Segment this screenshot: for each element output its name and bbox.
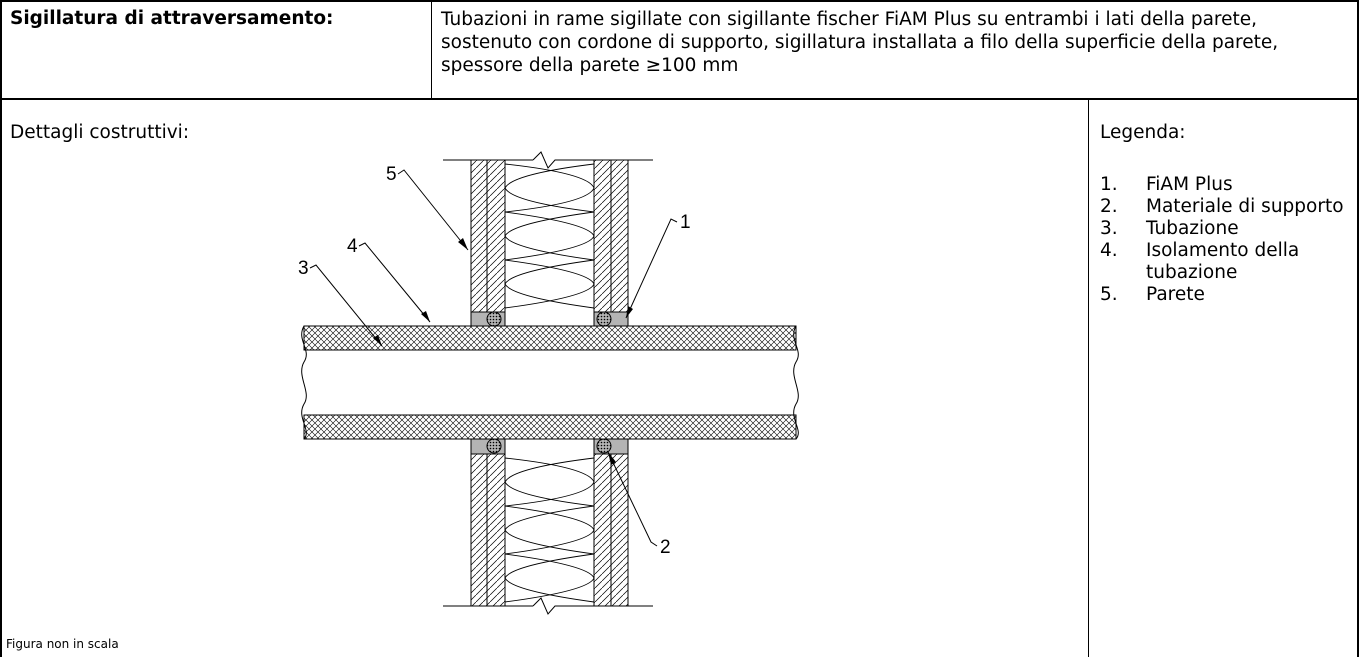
border-legend-divider <box>1088 99 1089 657</box>
legend-item: 5.Parete <box>1100 284 1205 305</box>
legend-title: Legenda: <box>1100 122 1186 143</box>
border-left <box>0 0 2 657</box>
border-right <box>1357 0 1359 657</box>
scale-note: Figura non in scala <box>6 637 119 651</box>
wall-top <box>443 151 653 327</box>
legend-item: 1.FiAM Plus <box>1100 174 1233 195</box>
wall-bottom <box>443 438 653 615</box>
callout-2: 2 <box>607 451 671 558</box>
callout-3: 3 <box>298 258 383 347</box>
details-label: Dettagli costruttivi: <box>10 122 190 143</box>
callout-label: 1 <box>680 212 691 233</box>
callout-label: 5 <box>386 164 397 185</box>
callout-label: 2 <box>660 537 671 558</box>
legend-item: 3.Tubazione <box>1100 218 1239 239</box>
header-label: Sigillatura di attraversamento: <box>10 8 334 29</box>
callout-label: 3 <box>298 258 309 279</box>
callout-1: 1 <box>625 212 691 319</box>
legend-item: 4.Isolamento della tubazione <box>1100 240 1300 283</box>
border-header-divider <box>431 0 432 99</box>
callout-4: 4 <box>347 236 431 323</box>
border-top <box>0 0 1359 2</box>
border-header-bottom <box>0 98 1359 100</box>
legend-list: 1.FiAM Plus 2.Materiale di supporto 3.Tu… <box>1100 174 1350 306</box>
callout-label: 4 <box>347 236 358 257</box>
header-description: Tubazioni in rame sigillate con sigillan… <box>441 9 1279 76</box>
callout-5: 5 <box>386 164 469 251</box>
pipe-assembly <box>301 325 799 440</box>
legend-item: 2.Materiale di supporto <box>1100 196 1344 217</box>
